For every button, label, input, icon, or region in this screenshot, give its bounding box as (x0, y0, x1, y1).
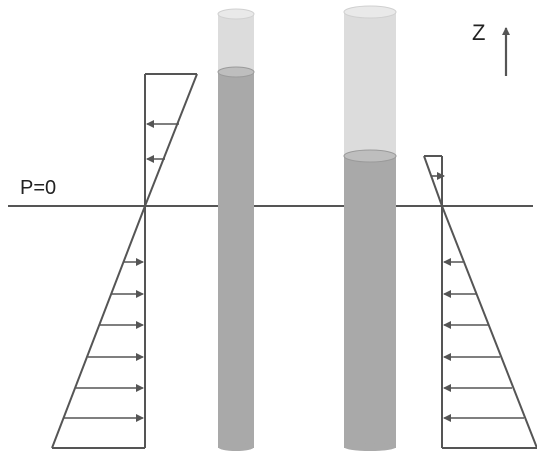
right-tube (343, 5, 397, 451)
left-tube-empty-top (217, 8, 255, 20)
left-tube-liquid-surface (217, 66, 255, 78)
right-tube-bottom (344, 443, 396, 451)
left-tube (217, 8, 255, 451)
z-axis-indicator: Z (472, 20, 510, 76)
left-tube-empty-part (218, 14, 254, 72)
right-tube-empty-top (343, 5, 397, 19)
left-tube-liquid (218, 72, 254, 448)
right-tube-liquid-surface (343, 149, 397, 163)
left-pressure-arrows (64, 120, 179, 422)
z-axis-label: Z (472, 20, 485, 45)
left-pressure-profile (51, 73, 198, 449)
left-profile-upper-diagonal (144, 73, 198, 207)
right-pressure-arrows (432, 172, 524, 422)
right-tube-liquid (344, 156, 396, 448)
right-profile-lower-diagonal (441, 205, 537, 449)
right-profile-upper-diagonal (423, 155, 443, 207)
right-pressure-profile (423, 155, 537, 449)
pressure-zero-label: P=0 (20, 177, 56, 199)
left-profile-lower-diagonal (51, 205, 146, 449)
right-tube-empty-part (344, 12, 396, 156)
left-tube-bottom (218, 443, 254, 451)
